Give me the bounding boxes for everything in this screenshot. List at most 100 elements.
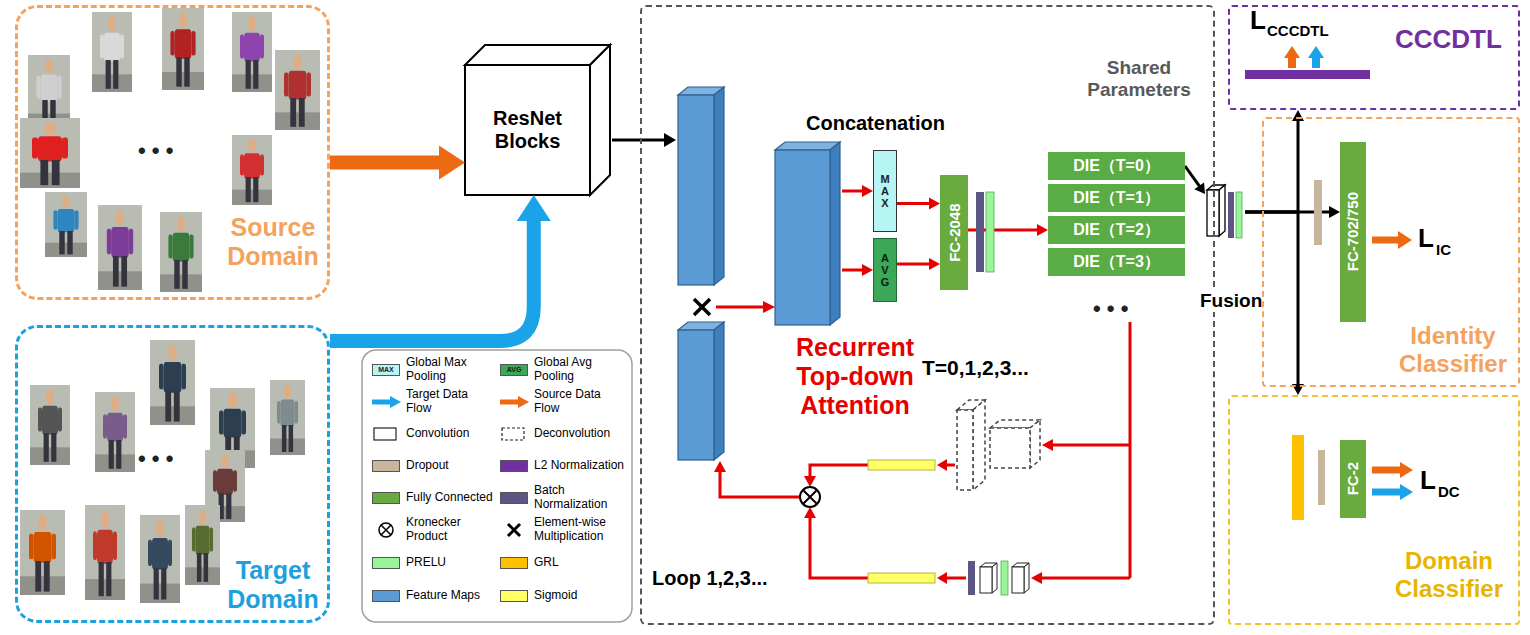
die-block-text: DIE（T=0） <box>1073 157 1160 175</box>
legend-entry: Global Avg Pooling <box>534 356 628 384</box>
feature-arrow-line <box>1185 166 1200 187</box>
deconvolution-block <box>957 410 973 490</box>
legend-sample <box>508 524 520 536</box>
attention-title-text: Recurrent Top-down Attention <box>780 333 930 419</box>
loss-output <box>1308 46 1324 58</box>
backbone-block-text: ResNet Blocks <box>465 107 590 153</box>
loss-output <box>1288 57 1296 68</box>
pooling-box-text: MAX <box>880 173 891 209</box>
fc-layer-text: FC-2 <box>1344 462 1361 495</box>
feature-map <box>678 95 714 285</box>
attention-arrow-head <box>804 507 816 518</box>
loss-subscript: IC <box>1436 241 1451 258</box>
attention-module: Shared ParametersMAXAVGFC-2048DIE（T=0）DI… <box>640 5 1215 625</box>
person-photo <box>85 505 125 600</box>
target-flow-arrow-line <box>330 220 534 341</box>
convolution-stack <box>1001 561 1008 595</box>
attention-arrow-head <box>937 459 947 471</box>
classifier-panel: Domain ClassifierFC-2 <box>1228 395 1520 625</box>
backbone-block: ResNet Blocks <box>465 65 590 195</box>
legend-entry: Element-wise Multiplication <box>534 516 628 544</box>
loss-subscript-text: CCCDTL <box>1267 22 1329 39</box>
legend-sample <box>518 396 529 408</box>
sigmoid-bar <box>868 460 935 470</box>
legend-sample <box>500 400 519 405</box>
legend-sample <box>374 428 396 440</box>
loss-symbol: L <box>1420 466 1436 496</box>
legend-entry: L2 Normalization <box>534 459 628 473</box>
attention-arrow-head <box>862 264 873 276</box>
legend-sample <box>502 428 524 440</box>
convolution-stack <box>968 561 1029 595</box>
swatch-text-text: AVG <box>500 364 528 376</box>
loss-panel-text: CCCDTL <box>1395 25 1502 55</box>
fc-layer: FC-2 <box>1340 440 1366 518</box>
multiply-symbol <box>694 299 710 315</box>
legend-text: L2 Normalization <box>534 459 628 473</box>
legend-entry: Feature Maps <box>406 589 496 603</box>
feature-map <box>714 322 724 460</box>
ellipsis: • • • <box>138 138 173 163</box>
backbone-cube <box>590 45 610 195</box>
person-photo <box>232 12 272 92</box>
source-flow-arrow-line <box>330 156 440 170</box>
person-photo <box>30 385 70 465</box>
loss-output <box>1372 467 1401 474</box>
feature-arrow <box>1185 166 1205 194</box>
feature-map <box>678 330 714 460</box>
loss-symbol: L <box>1418 224 1434 254</box>
person-photo <box>20 8 320 603</box>
convolution-stack <box>1024 563 1029 593</box>
deconvolution-block <box>957 400 1040 490</box>
domain-panel: Target Domain <box>15 325 330 623</box>
legend-text: Target Data Flow <box>406 388 496 416</box>
loss-symbol-text: L <box>1420 466 1436 496</box>
person-photo <box>20 510 65 595</box>
loss-panel: CCCDTL <box>1228 5 1520 110</box>
arrow-head <box>929 258 940 270</box>
die-block: DIE（T=1） <box>1048 184 1185 212</box>
loop-index: T=0,1,2,3... <box>922 356 1029 380</box>
fc-layer: FC-702/750 <box>1340 142 1366 322</box>
legend-swatch <box>372 460 400 472</box>
legend-text: Kronecker Product <box>406 516 496 544</box>
person-photo <box>92 12 132 92</box>
attention-arrow <box>842 269 862 272</box>
die-block-text: DIE（T=3） <box>1073 253 1160 271</box>
fc-layer-text: FC-2048 <box>945 203 962 261</box>
attention-arrow <box>716 306 763 309</box>
kronecker-symbol <box>803 490 817 504</box>
legend-entry: Source Data Flow <box>534 388 628 416</box>
person-photo <box>95 392 135 472</box>
loss-symbol: L <box>1250 6 1266 36</box>
sigmoid-bar <box>868 460 935 583</box>
arrow-head <box>1194 182 1205 194</box>
legend-entry: GRL <box>534 556 628 570</box>
ellipsis-text: • • • <box>138 138 173 163</box>
backbone-cube <box>465 45 610 65</box>
person-photo <box>232 135 272 205</box>
legend-entry: Target Data Flow <box>406 388 496 416</box>
legend-sample <box>381 525 391 535</box>
feature-arrow-line <box>1245 120 1298 212</box>
attention-arrow-head <box>862 185 873 197</box>
legend-text: Feature Maps <box>406 589 496 603</box>
legend-text: Source Data Flow <box>534 388 628 416</box>
attention-arrow <box>1042 577 1130 580</box>
arrow-head <box>1037 224 1048 236</box>
legend-text: Sigmoid <box>534 589 628 603</box>
legend-text: Fully Connected <box>406 491 496 505</box>
fusion-cuboid <box>1219 185 1225 236</box>
swatch-text: MAX <box>372 364 400 376</box>
arrow-head <box>439 146 465 180</box>
legend-swatch <box>372 492 400 504</box>
flow-arrow <box>612 139 664 142</box>
legend-sample <box>390 396 401 408</box>
legend-sample <box>379 523 393 537</box>
person-photo <box>275 50 320 130</box>
deconvolution-block <box>1030 420 1040 468</box>
die-block: DIE（T=3） <box>1048 248 1185 276</box>
arrow-head <box>929 198 940 210</box>
